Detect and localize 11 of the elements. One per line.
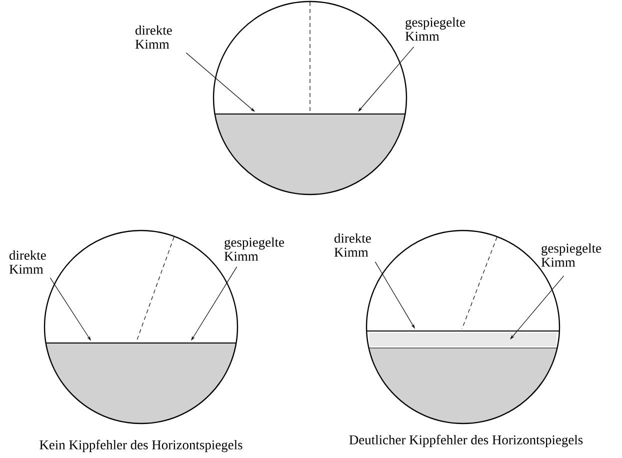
- kimm-label: gespiegelte Kimm: [541, 243, 602, 267]
- caption: Deutlicher Kippfehler des Horizontspiegels: [349, 434, 583, 448]
- kimm-label: direkte Kimm: [135, 25, 172, 49]
- kimm-label: direkte Kimm: [9, 250, 46, 274]
- horizon-band: [369, 332, 557, 346]
- kimm-label: gespiegelte Kimm: [405, 17, 466, 41]
- horizon-line: [46, 342, 236, 344]
- caption: Kein Kippfehler des Horizontspiegels: [40, 440, 242, 452]
- kimm-label: direkte Kimm: [334, 233, 371, 257]
- kimm-label: gespiegelte Kimm: [224, 237, 284, 261]
- horizon-line: [366, 330, 560, 332]
